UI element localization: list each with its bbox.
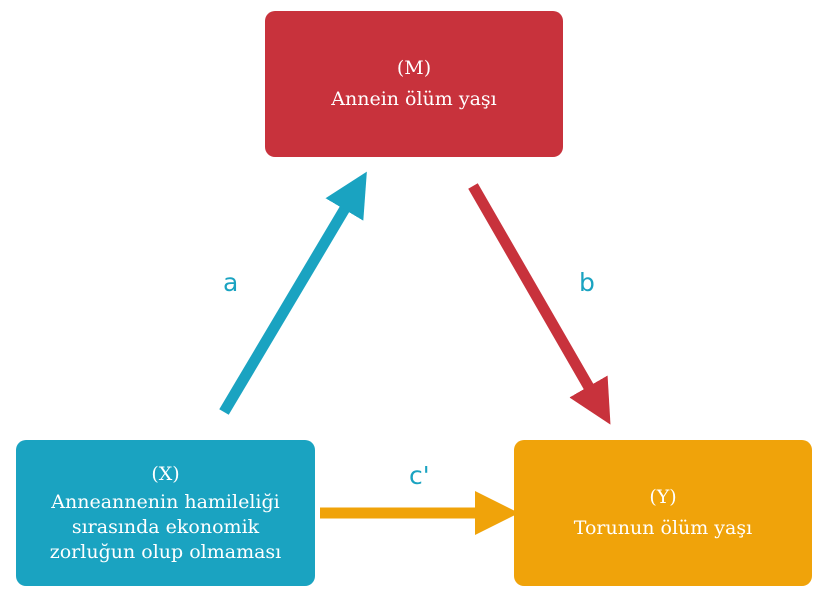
mediator-label-line-1: Annein ölüm yaşı	[331, 88, 497, 110]
arrow-a	[219, 171, 367, 415]
path-label-b: b	[579, 268, 595, 297]
predictor-label-line-1: Anneannenin hamileliği	[51, 491, 280, 514]
predictor-label-line-2: sırasında ekonomik	[71, 516, 260, 538]
path-label-a: a	[223, 268, 239, 297]
predictor-box: (X) Anneannenin hamileliği sırasında eko…	[16, 440, 315, 586]
outcome-box: (Y) Torunun ölüm yaşı	[514, 440, 812, 586]
mediator-box: (M) Annein ölüm yaşı	[265, 11, 563, 157]
predictor-label-line-3: zorluğun olup olmaması	[49, 540, 282, 563]
predictor-code: (X)	[151, 462, 180, 485]
outcome-code: (Y)	[649, 486, 677, 509]
outcome-label-line-1: Torunun ölüm yaşı	[573, 517, 753, 539]
arrow-b	[468, 183, 611, 425]
mediator-code: (M)	[396, 57, 432, 80]
path-label-c-prime: c'	[409, 461, 430, 490]
